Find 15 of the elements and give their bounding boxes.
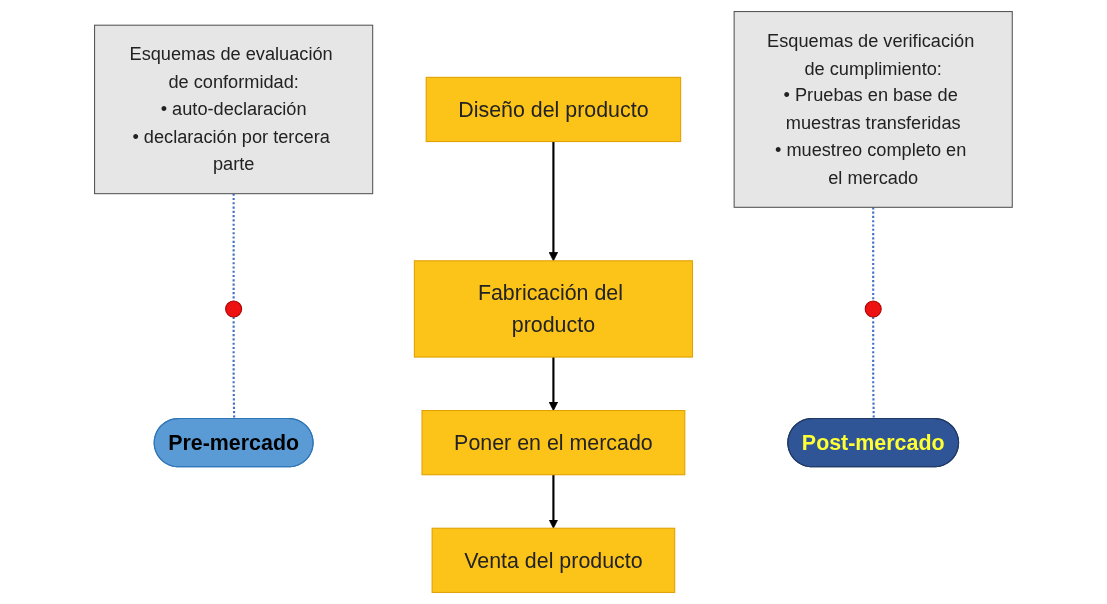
node-box: Fabricación del producto (413, 260, 694, 358)
arrow (548, 357, 559, 411)
connector (232, 193, 235, 301)
connector (872, 207, 875, 301)
connector (232, 317, 236, 420)
node-box: Poner en el mercado (421, 410, 686, 476)
connector (872, 317, 875, 420)
arrow (548, 141, 559, 262)
node-circle (864, 300, 882, 318)
node-box: Esquemas de evaluación de conformidad: • auto-declaración • declaración por tercera parte (94, 24, 374, 195)
node-circle (225, 300, 243, 318)
arrow (548, 474, 559, 529)
node-box: Diseño del producto (425, 76, 682, 143)
node-box: Venta del producto (431, 527, 676, 593)
node-box: Esquemas de verificación de cumplimiento: • Pruebas en base de muestras transferidas • muestreo completo en el mercado (733, 11, 1013, 208)
